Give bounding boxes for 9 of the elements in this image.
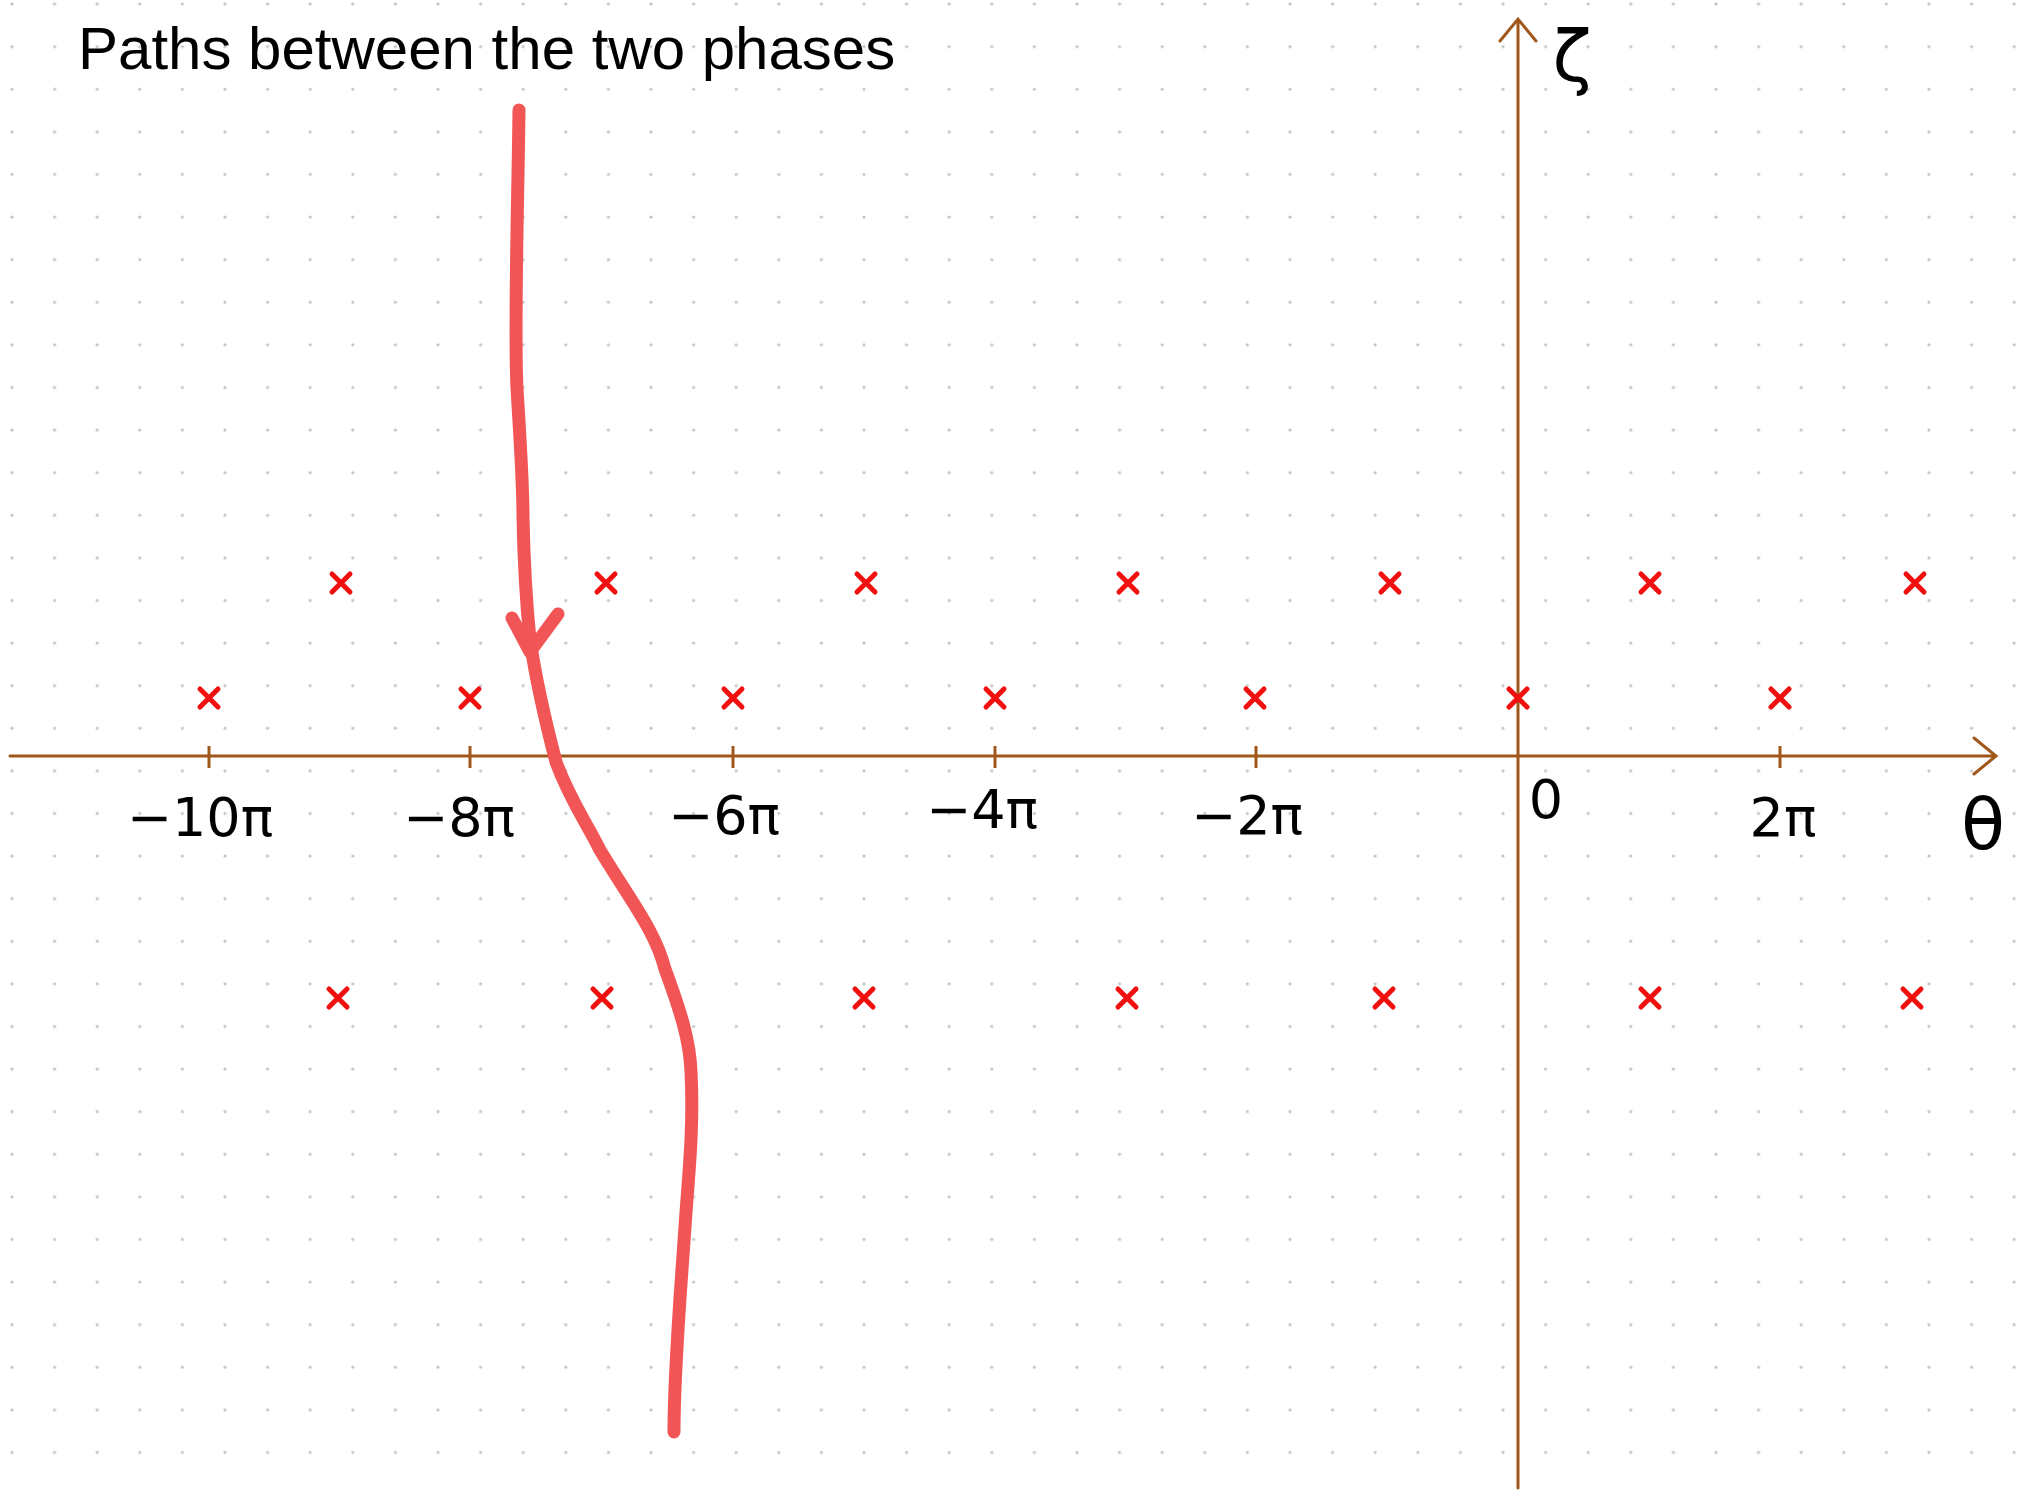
axis-label: 2π (1749, 791, 1817, 845)
axis-label: 0 (1528, 773, 1564, 827)
axis-label: −8π (402, 791, 516, 845)
axis-label: −10π (126, 791, 274, 845)
axis-label: −6π (667, 789, 781, 843)
axis-label: −4π (925, 783, 1039, 837)
axis-label: θ (1960, 788, 2006, 860)
axis-label: −2π (1190, 789, 1304, 843)
title: Paths between the two phases (78, 14, 896, 84)
